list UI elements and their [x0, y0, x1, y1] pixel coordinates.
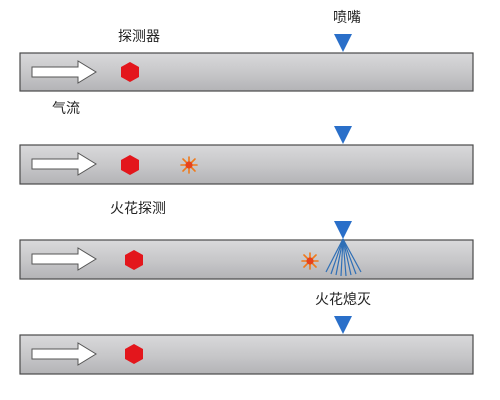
- detector-hexagon-icon: [125, 344, 143, 364]
- stage-4: [19, 316, 474, 375]
- water-spray-icon: [325, 238, 362, 277]
- airflow-label: 气流: [52, 101, 80, 117]
- airflow-arrow-icon: [31, 247, 97, 271]
- nozzle-label: 喷嘴: [333, 10, 361, 26]
- spark-detection-label: 火花探测: [110, 201, 166, 217]
- airflow-arrow-icon: [31, 152, 97, 176]
- detector-hexagon-icon: [125, 250, 143, 270]
- airflow-arrow-icon: [31, 342, 97, 366]
- nozzle-triangle-icon: [334, 126, 352, 144]
- detector-hexagon-icon: [121, 62, 139, 82]
- airflow-arrow-icon: [31, 60, 97, 84]
- stage-2: 火花探测: [19, 126, 474, 217]
- detector-label: 探测器: [118, 29, 160, 45]
- spark-icon: [301, 252, 319, 270]
- nozzle-triangle-icon: [334, 221, 352, 239]
- nozzle-triangle-icon: [334, 316, 352, 334]
- spark-icon: [180, 156, 198, 174]
- nozzle-triangle-icon: [334, 34, 352, 52]
- stage-3: 火花熄灭: [19, 221, 474, 308]
- spark-extinguish-label: 火花熄灭: [315, 291, 371, 308]
- stage-1: 探测器 喷嘴 气流: [19, 10, 474, 117]
- detector-hexagon-icon: [121, 155, 139, 175]
